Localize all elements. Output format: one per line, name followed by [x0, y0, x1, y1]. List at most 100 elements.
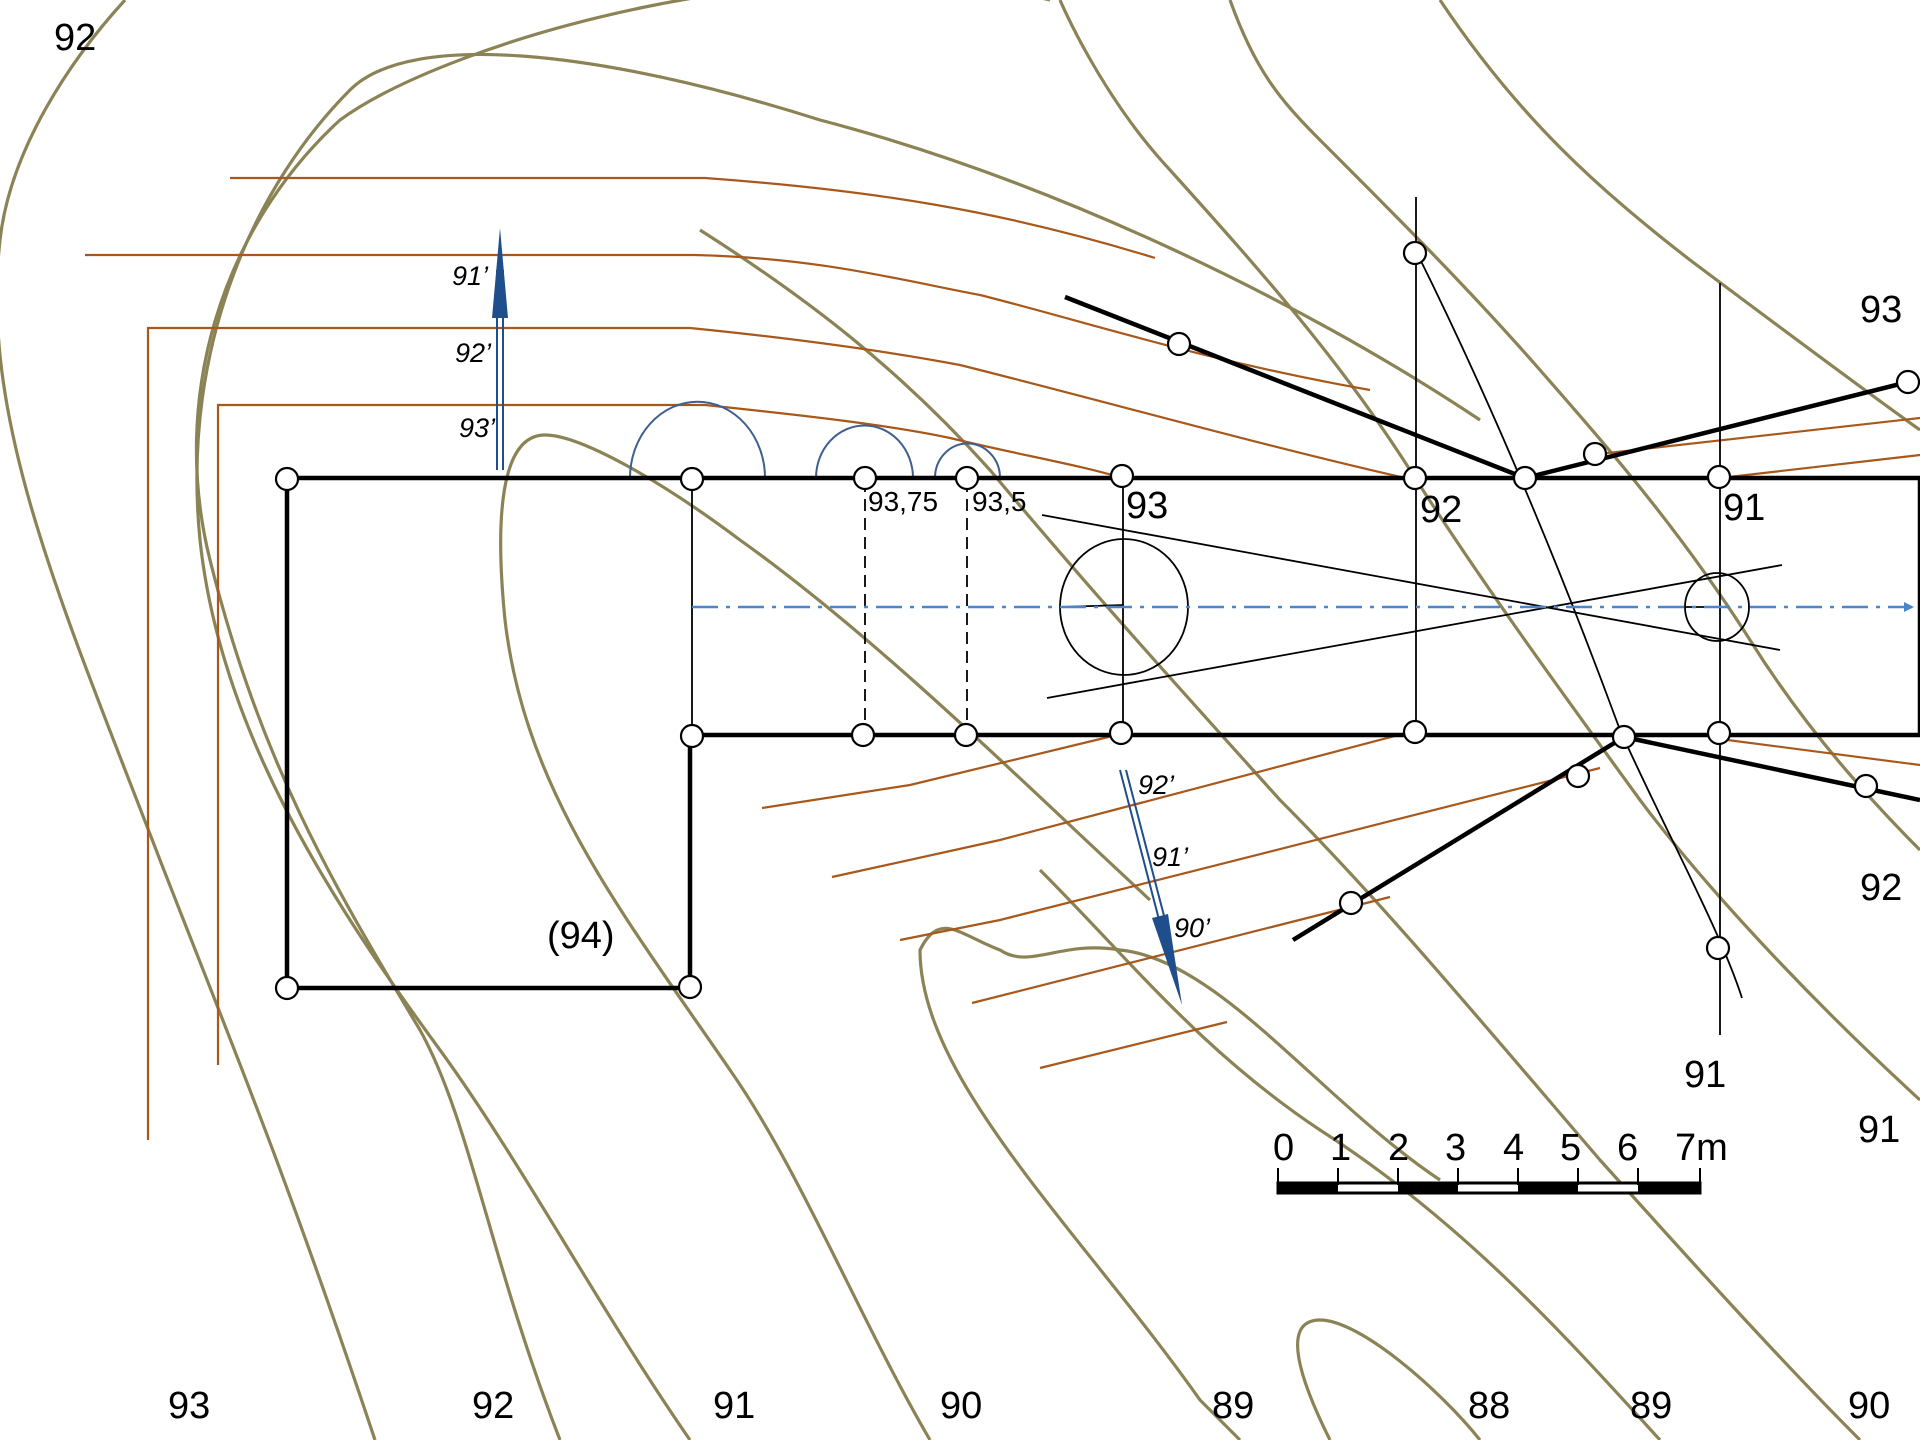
- contour-92-left: [194, 0, 1050, 1440]
- design-contour-4: [216, 403, 1123, 1065]
- slope-arrow-up: 91’ 92’ 93’: [452, 228, 508, 470]
- node: [1705, 935, 1731, 961]
- elevation-label: 93,5: [972, 486, 1027, 517]
- bottom-contour-label: 91: [713, 1385, 755, 1427]
- elevation-label: 93,75: [868, 486, 938, 517]
- scale-segment: [1518, 1183, 1578, 1193]
- arrow-up-label-2: 92’: [455, 338, 492, 368]
- node: [677, 974, 703, 1000]
- nodes: [274, 240, 1920, 1001]
- scale-label: 6: [1617, 1127, 1638, 1169]
- arrow-down-shaft-1: [1119, 769, 1164, 936]
- scale-segment: [1398, 1183, 1458, 1193]
- node: [1109, 463, 1135, 489]
- node: [850, 722, 876, 748]
- node: [1402, 465, 1428, 491]
- bottom-contour-label: 89: [1212, 1385, 1254, 1427]
- node: [953, 722, 979, 748]
- scale-label: 5: [1560, 1127, 1581, 1169]
- building-outline: [284, 197, 1920, 1035]
- arrow-up-head: [492, 228, 508, 318]
- design-contour-8: [831, 730, 1411, 879]
- contour-label: 91: [1684, 1054, 1726, 1096]
- arrow-up-label-3: 93’: [459, 413, 496, 443]
- contour-89-right: [1038, 868, 1662, 1440]
- contour-88: [1296, 1318, 1482, 1440]
- scale-label-end: 7m: [1675, 1127, 1728, 1169]
- contour-91-left: [195, 52, 1481, 1440]
- scale-label: 1: [1330, 1127, 1351, 1169]
- node: [1853, 773, 1879, 799]
- node: [679, 723, 705, 749]
- node: [852, 465, 878, 491]
- wing-lines: [1064, 294, 1920, 942]
- node: [1402, 240, 1428, 266]
- scale-segment: [1278, 1183, 1338, 1193]
- contour-90-right: [699, 228, 1862, 1440]
- contour-93-left: [0, 0, 377, 1440]
- design-contour-3: [146, 326, 1406, 1140]
- contour-label: 92: [54, 17, 96, 59]
- scale-bar-frame: [1276, 1181, 1702, 1195]
- slope-arcs: [629, 400, 1001, 479]
- design-contour-7: [761, 731, 1126, 810]
- intersection-curve: [1417, 254, 1743, 999]
- arrow-down-shaft-2: [1125, 769, 1170, 936]
- arrow-down-head: [1152, 914, 1182, 1005]
- labels: 92 93 92 91 91 93,75 93,5 93 92 91 (94) …: [54, 17, 1902, 1427]
- node: [274, 975, 300, 1001]
- scale-label: 4: [1503, 1127, 1524, 1169]
- node: [1611, 724, 1637, 750]
- slope-arrow-down: 92’ 91’ 90’: [1119, 769, 1211, 1005]
- node: [1512, 465, 1538, 491]
- node: [1706, 464, 1732, 490]
- arc-small: [934, 442, 1001, 479]
- contour-93-right: [1438, 0, 1920, 432]
- node: [1338, 890, 1364, 916]
- design-contour-6: [1719, 453, 1920, 480]
- contour-91-right: [1058, 0, 1920, 1102]
- design-contour-12: [1711, 736, 1920, 767]
- elevation-label: 92: [1420, 489, 1462, 531]
- node: [1166, 331, 1192, 357]
- contour-label: 92: [1860, 867, 1902, 909]
- elevation-label: 91: [1723, 487, 1765, 529]
- node: [679, 466, 705, 492]
- arrow-up-label-1: 91’: [452, 261, 489, 291]
- scale-segment: [1638, 1183, 1700, 1193]
- design-contour-2: [85, 253, 1371, 392]
- design-contour-11: [1039, 1020, 1228, 1070]
- node: [1706, 720, 1732, 746]
- cross-line-1: [1041, 514, 1781, 651]
- design-contour-9: [899, 766, 1601, 942]
- arrow-down-label-1: 92’: [1138, 770, 1175, 800]
- contour-90-left: [499, 433, 1152, 1440]
- bottom-contour-label: 90: [940, 1385, 982, 1427]
- node: [1895, 369, 1920, 395]
- bottom-contour-label: 90: [1848, 1385, 1890, 1427]
- contour-label: 91: [1858, 1109, 1900, 1151]
- arrow-down-label-2: 91’: [1152, 842, 1189, 872]
- arc-large: [629, 400, 766, 479]
- contour-label: 93: [1860, 289, 1902, 331]
- arrow-down-label-3: 90’: [1174, 913, 1211, 943]
- node: [274, 466, 300, 492]
- design-contours: [85, 176, 1920, 1140]
- contour-89-left: [918, 926, 1441, 1440]
- design-contour-1: [230, 176, 1156, 260]
- node: [1108, 720, 1134, 746]
- design-contour-10: [971, 895, 1391, 1005]
- bottom-contour-label: 88: [1468, 1385, 1510, 1427]
- bottom-contour-label: 92: [472, 1385, 514, 1427]
- node: [1582, 441, 1608, 467]
- scale-label: 3: [1445, 1127, 1466, 1169]
- bottom-contour-label: 93: [168, 1385, 210, 1427]
- scale-label: 2: [1388, 1127, 1409, 1169]
- node: [954, 465, 980, 491]
- contour-92-right: [1228, 0, 1920, 852]
- node: [1402, 719, 1428, 745]
- construction-lines: [692, 254, 1914, 999]
